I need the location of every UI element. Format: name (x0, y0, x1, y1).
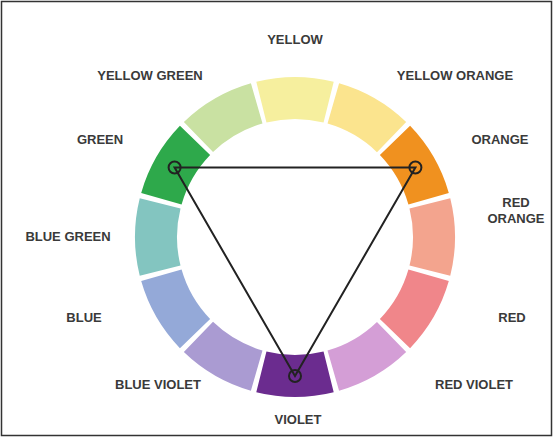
yellow-green-segment (98, 40, 491, 433)
color-name: YELLOW (267, 32, 323, 48)
color-name: VIOLET (275, 412, 322, 428)
color-name: BLUE (66, 310, 101, 326)
triad-point (289, 370, 301, 382)
color-name: YELLOW GREEN (97, 68, 202, 84)
violet-segment (127, 69, 464, 406)
green-segment (123, 65, 467, 409)
color-name: GREEN (77, 132, 123, 148)
red-segment (123, 65, 467, 409)
yellow-segment (127, 69, 464, 406)
red-violet-segment (98, 40, 491, 433)
color-name: ORANGE (471, 132, 528, 148)
color-name: RED (498, 310, 525, 326)
triad-point (169, 162, 181, 174)
triad-point (409, 162, 421, 174)
blue-violet-segment (123, 65, 467, 409)
color-name: BLUE GREEN (25, 229, 110, 245)
color-name: RED VIOLET (435, 377, 513, 393)
color-name: BLUE VIOLET (115, 377, 201, 393)
blue-green-segment (127, 69, 464, 406)
yellow-orange-segment (123, 65, 467, 409)
triad-triangle (175, 168, 416, 377)
blue-segment (98, 40, 491, 433)
color-name: RED ORANGE (486, 195, 546, 227)
color-name: YELLOW ORANGE (397, 68, 513, 84)
orange-segment (98, 40, 491, 433)
red-orange-segment (127, 69, 464, 406)
